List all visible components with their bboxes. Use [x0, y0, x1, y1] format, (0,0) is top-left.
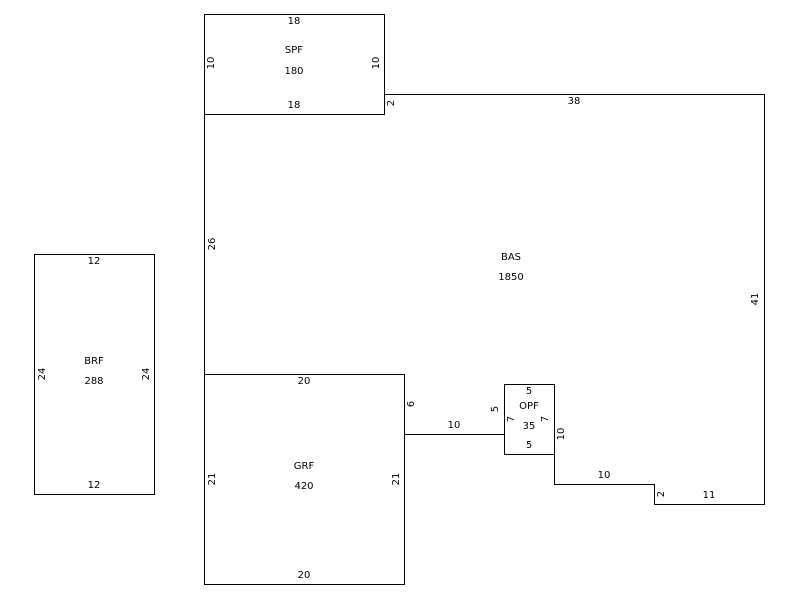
area-opf: 5 5 5 7 7 OPF 35: [490, 384, 555, 455]
brf-dim-top: 12: [88, 256, 101, 267]
grf-label: GRF: [294, 461, 315, 472]
brf-outline: [34, 254, 155, 495]
opf-dim-outer: 5: [490, 406, 501, 412]
spf-area: 180: [284, 66, 303, 77]
spf-dim-right: 10: [371, 57, 382, 70]
area-bas: 38 2 26 41 6 10 10 10 2 11 BAS 1850: [204, 94, 765, 505]
opf-dim-top: 5: [526, 386, 532, 397]
spf-dim-left: 10: [206, 57, 217, 70]
bas-dim-lower: 10: [598, 470, 611, 481]
bas-dim-right: 41: [750, 293, 761, 306]
bas-dim-garage-step: 6: [406, 401, 417, 407]
grf-outline: [204, 374, 405, 585]
opf-label: OPF: [519, 401, 539, 412]
bas-dim-link: 10: [448, 420, 461, 431]
spf-dim-bottom: 18: [288, 100, 301, 111]
area-spf: 18 18 10 10 SPF 180: [204, 14, 385, 115]
grf-dim-top: 20: [298, 376, 311, 387]
grf-dim-bottom: 20: [298, 570, 311, 581]
opf-dim-right: 7: [540, 416, 551, 422]
grf-dim-left: 21: [207, 473, 218, 486]
spf-label: SPF: [285, 45, 303, 56]
spf-dim-top: 18: [288, 16, 301, 27]
opf-area: 35: [523, 421, 536, 432]
bas-dim-left: 26: [207, 238, 218, 251]
brf-label: BRF: [84, 356, 104, 367]
opf-outline: [504, 384, 555, 455]
bas-dim-porch-side: 10: [556, 428, 567, 441]
opf-dim-left: 7: [506, 416, 517, 422]
bas-dim-bottom: 11: [703, 490, 716, 501]
brf-area: 288: [84, 376, 103, 387]
bas-outline-right: [384, 94, 765, 505]
bas-area: 1850: [498, 272, 523, 283]
spf-outline: [204, 14, 385, 115]
bas-dim-step: 2: [386, 100, 397, 106]
bas-label: BAS: [501, 252, 521, 263]
bas-dim-top: 38: [568, 96, 581, 107]
grf-area: 420: [294, 481, 313, 492]
brf-dim-right: 24: [141, 368, 152, 381]
brf-dim-left: 24: [37, 368, 48, 381]
bas-dim-notch: 2: [656, 491, 667, 497]
grf-dim-right: 21: [391, 473, 402, 486]
opf-dim-bottom: 5: [526, 440, 532, 451]
area-brf: 12 12 24 24 BRF 288: [34, 254, 155, 495]
brf-dim-bottom: 12: [88, 480, 101, 491]
area-grf: 20 20 21 21 GRF 420: [204, 374, 405, 585]
